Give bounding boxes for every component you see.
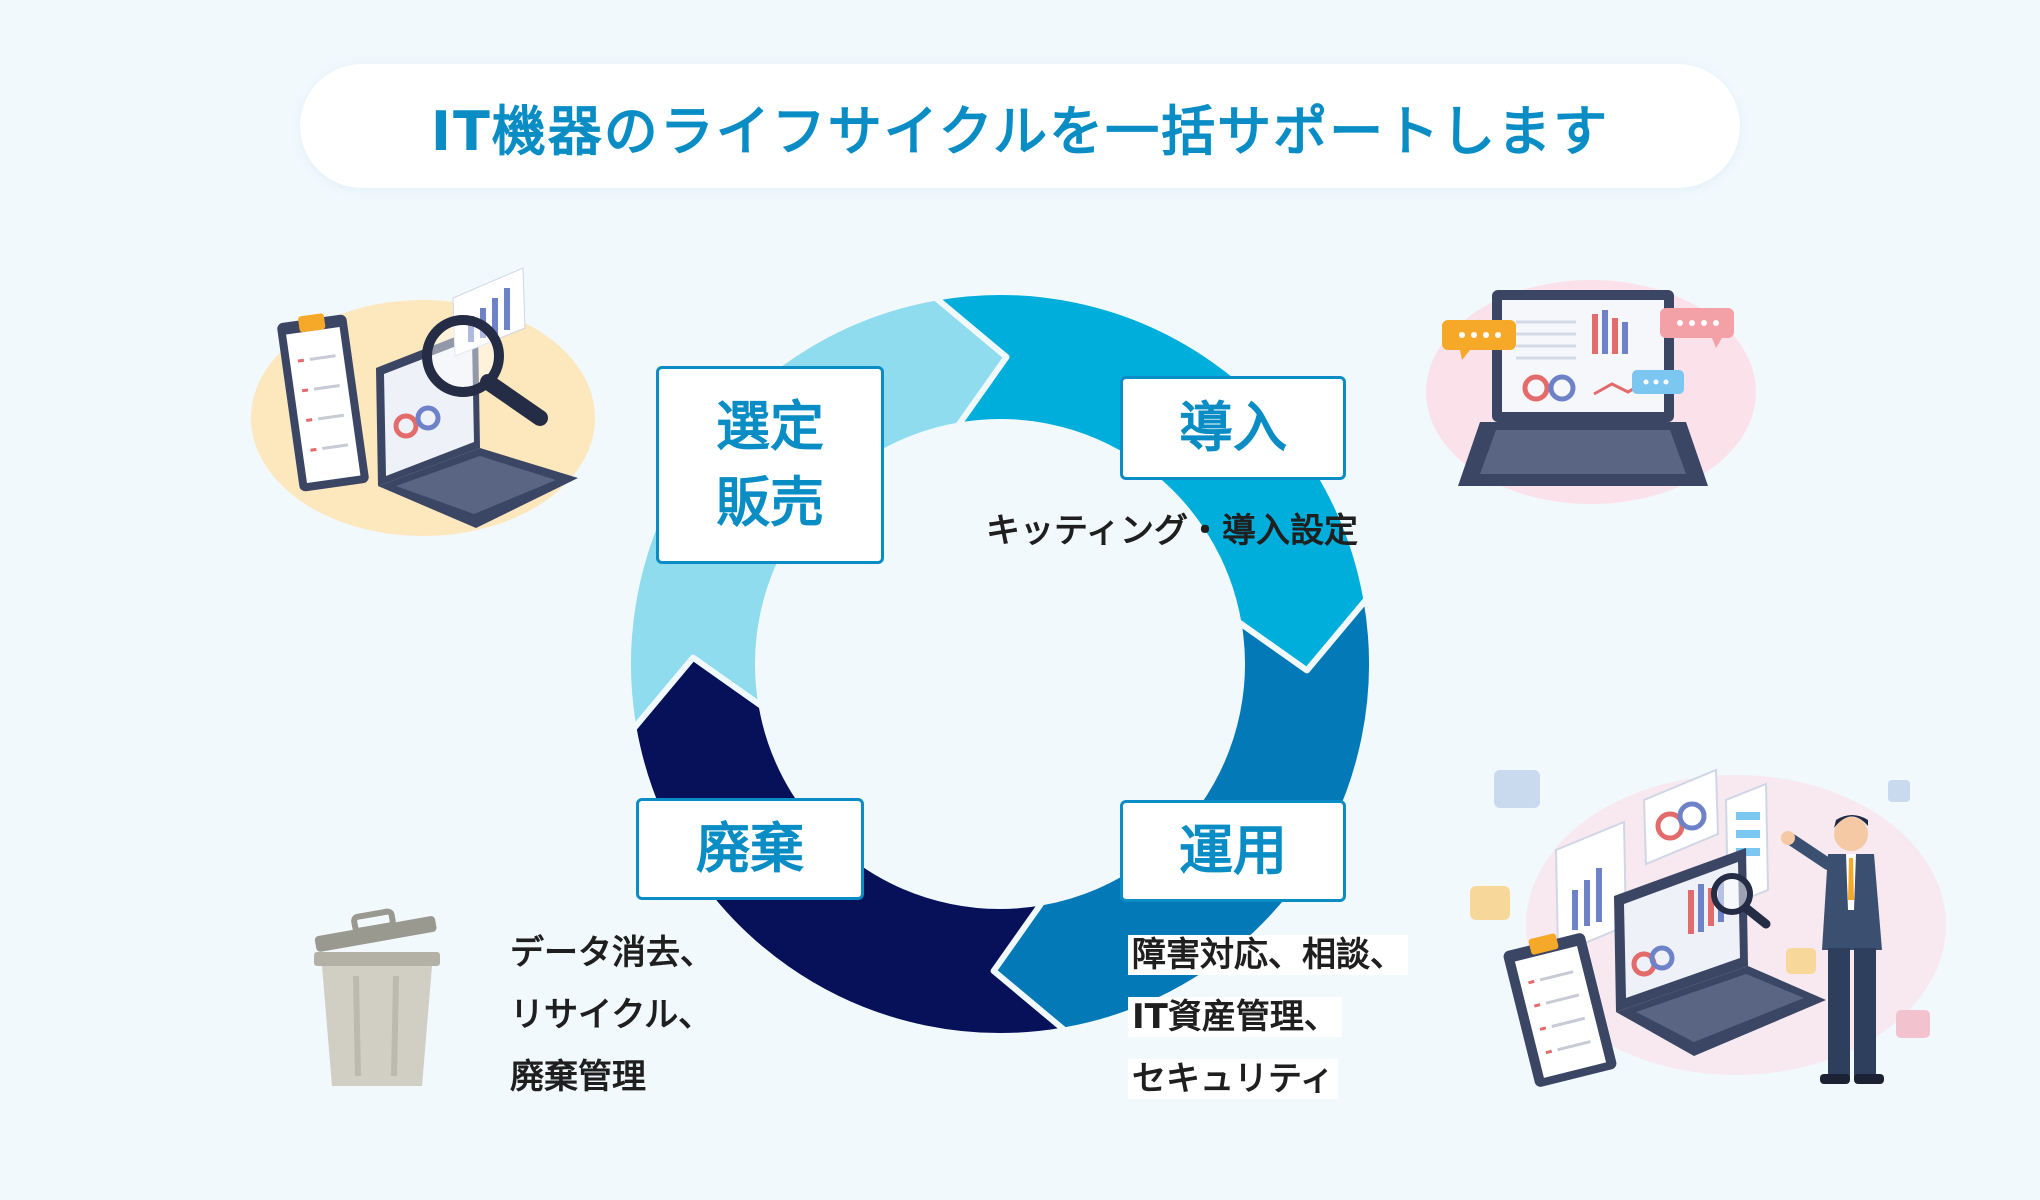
stage-install-description: キッティング・導入設定: [986, 511, 1358, 551]
businessman-presentation-icon: [1470, 768, 1946, 1087]
dispose-desc-line-1: データ消去、: [510, 933, 714, 973]
operate-desc-line-2: IT資産管理、: [1128, 997, 1342, 1037]
cycle-segment-dispose: [630, 654, 1068, 1039]
dispose-desc-line-3: 廃棄管理: [510, 1057, 646, 1097]
stage-select-box: 選定 販売: [656, 366, 884, 564]
stage-operate-box: 運用: [1120, 800, 1346, 902]
cycle-segment-install: [932, 289, 1370, 674]
cycle-segment-select: [625, 294, 1010, 732]
stage-operate-description: 障害対応、相談、 IT資産管理、 セキュリティ: [1128, 924, 1408, 1110]
laptop-chat-bubbles-icon: [1426, 280, 1756, 504]
stage-select-label-1: 選定: [716, 395, 824, 458]
stage-install-box: 導入: [1120, 376, 1346, 480]
dispose-desc-line-2: リサイクル、: [510, 995, 713, 1035]
stage-select-label-2: 販売: [716, 471, 824, 534]
stage-dispose-box: 廃棄: [636, 798, 864, 900]
stage-install-label: 導入: [1179, 396, 1287, 459]
operate-desc-line-1: 障害対応、相談、: [1128, 935, 1408, 975]
trash-can-icon: [314, 908, 440, 1086]
cycle-segment-operate: [990, 596, 1375, 1034]
stage-operate-label: 運用: [1179, 819, 1287, 882]
laptop-magnifier-clipboard-icon: [251, 267, 595, 536]
operate-desc-line-3: セキュリティ: [1128, 1059, 1338, 1099]
page-title: IT機器のライフサイクルを一括サポートします: [430, 99, 1610, 163]
title-banner: IT機器のライフサイクルを一括サポートします: [300, 64, 1740, 188]
stage-dispose-label: 廃棄: [696, 817, 804, 880]
stage-dispose-description: データ消去、 リサイクル、 廃棄管理: [510, 922, 714, 1108]
